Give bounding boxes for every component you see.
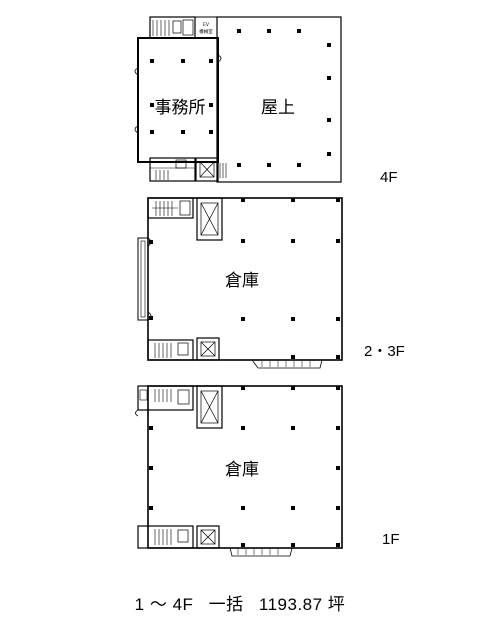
lease-summary: 1 ～ 4F 一括 1193.87 坪: [0, 590, 480, 615]
stair-office-top-1f: [137, 385, 194, 411]
floor-label-1f: 1F: [382, 531, 400, 548]
loading-ramp-2-3f: [251, 359, 323, 369]
stair-office-bottom-1f: [137, 525, 194, 549]
columns-4f: [150, 29, 331, 167]
elevator-2-3f: [196, 337, 220, 361]
floor-label-2-3f: 2・3F: [364, 343, 405, 360]
summary-area: 1193.87 坪: [258, 595, 346, 614]
floor-label-4f: 4F: [380, 169, 398, 186]
floor-plan-4f: [134, 16, 342, 183]
balcony-2-3f: [137, 237, 149, 321]
elevator-4f: [195, 157, 219, 182]
freight-lift-1f: [196, 385, 223, 429]
stairwell-top-2-3f: [147, 197, 194, 219]
entrance-ramp-1f: [229, 547, 293, 557]
summary-floors: 1 ～ 4F: [134, 595, 194, 614]
columns-1f: [149, 386, 340, 547]
rooftop-label: 屋上: [261, 98, 295, 118]
stairwell-bottom-2-3f: [147, 339, 194, 361]
summary-lease-type: 一括: [208, 595, 244, 614]
warehouse-label-2-3f: 倉庫: [225, 271, 259, 291]
stairwell-bottom: [149, 157, 196, 182]
ev-machine-room: [194, 16, 218, 39]
warehouse-label-1f: 倉庫: [225, 460, 259, 480]
machine-room-label: 機械室: [199, 28, 213, 35]
elevator-1f: [196, 525, 220, 549]
columns-2-3f: [149, 198, 340, 359]
freight-lift-2-3f: [196, 197, 223, 241]
office-label: 事務所: [155, 98, 206, 118]
ev-label: EV: [203, 22, 210, 28]
